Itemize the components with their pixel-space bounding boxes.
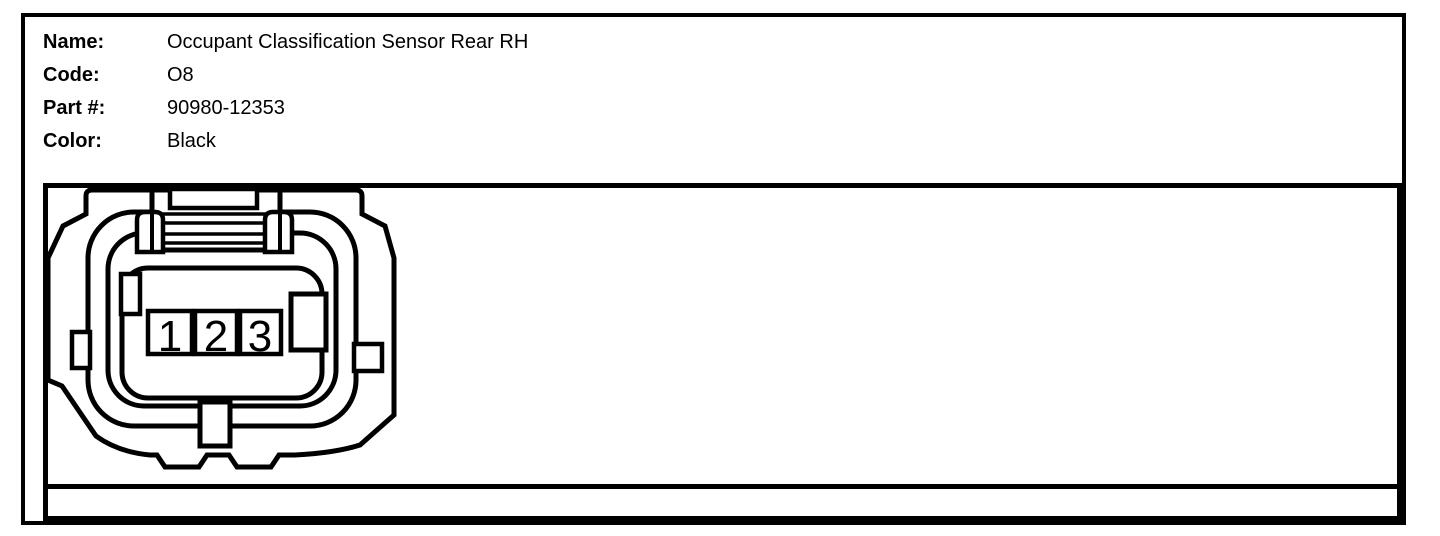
connector-art-cell: 1 2 3 bbox=[48, 188, 1397, 489]
connector-left-wing bbox=[69, 329, 93, 371]
connector-face-diagram: 1 2 3 bbox=[48, 188, 397, 470]
info-row-code: Code: O8 bbox=[43, 59, 528, 92]
pin-2-number: 2 bbox=[204, 312, 228, 361]
info-row-part-number: Part #: 90980-12353 bbox=[43, 92, 528, 125]
pin-1-number: 1 bbox=[158, 312, 182, 361]
pin-3-number: 3 bbox=[248, 312, 272, 361]
color-label: Color: bbox=[43, 130, 102, 152]
connector-left-key-slot bbox=[118, 271, 143, 317]
latch-top-plate bbox=[167, 188, 260, 211]
code-label: Code: bbox=[43, 64, 100, 86]
part-number-value: 90980-12353 bbox=[167, 97, 285, 119]
info-row-color: Color: Black bbox=[43, 125, 528, 158]
pin-1-box bbox=[145, 308, 195, 357]
table-empty-row bbox=[48, 489, 1397, 516]
connector-right-key-notch bbox=[288, 291, 329, 353]
connector-info-block: Name: Occupant Classification Sensor Rea… bbox=[43, 26, 528, 158]
name-label: Name: bbox=[43, 31, 105, 53]
connector-bottom-notch bbox=[197, 399, 233, 449]
part-number-label: Part #: bbox=[43, 97, 106, 119]
color-value: Black bbox=[167, 130, 216, 152]
pin-3-box bbox=[237, 308, 284, 357]
connector-right-wing bbox=[351, 341, 385, 374]
pin-2-box bbox=[192, 308, 240, 357]
info-row-name: Name: Occupant Classification Sensor Rea… bbox=[43, 26, 528, 59]
connector-table: 1 2 3 bbox=[43, 183, 1402, 521]
name-value: Occupant Classification Sensor Rear RH bbox=[167, 31, 529, 53]
code-value: O8 bbox=[167, 64, 194, 86]
